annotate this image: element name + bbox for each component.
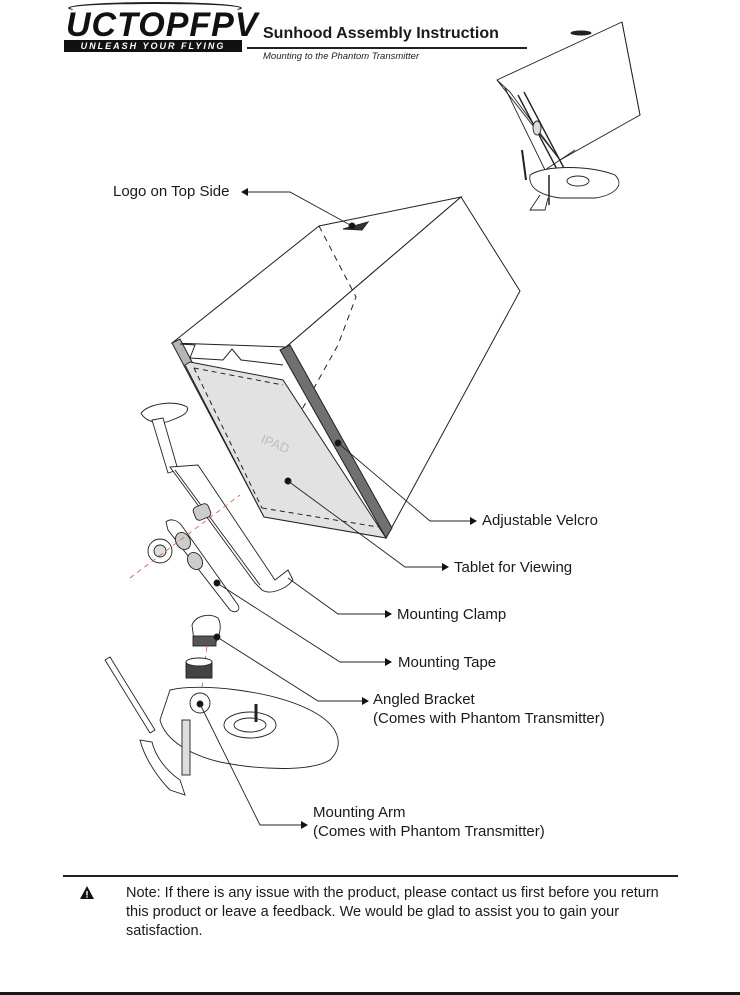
leader-lines <box>199 191 470 826</box>
title-divider <box>247 47 527 49</box>
callout-angled-bracket-label: Angled Bracket <box>373 691 475 708</box>
alignment-guides <box>129 494 241 706</box>
mounting-clamp <box>140 402 294 593</box>
note-text: Note: If there is any issue with the pro… <box>126 885 659 939</box>
page-bottom-border <box>0 992 740 995</box>
note-divider <box>63 875 678 877</box>
logo-wordmark: UCTOPFPV <box>66 6 259 44</box>
page-title: Sunhood Assembly Instruction <box>263 25 499 42</box>
brand-logo: UCTOPFPV UNLEASH YOUR FLYING DREAM <box>60 2 258 63</box>
phantom-transmitter <box>104 656 339 796</box>
callout-mounting-arm: Mounting Arm (Comes with Phantom Transmi… <box>313 803 545 841</box>
callout-mounting-arm-label: Mounting Arm <box>313 804 406 821</box>
callout-mounting-clamp: Mounting Clamp <box>397 606 507 623</box>
angled-bracket <box>191 614 221 647</box>
callout-adjustable-velcro: Adjustable Velcro <box>482 512 598 529</box>
callout-mounting-tape: Mounting Tape <box>398 654 497 671</box>
knob <box>147 538 173 564</box>
logo-tagline: UNLEASH YOUR FLYING DREAM <box>64 40 242 63</box>
page-subtitle: Mounting to the Phantom Transmitter <box>263 51 420 62</box>
sunhood <box>170 196 521 540</box>
warning-triangle-icon <box>80 886 94 899</box>
callout-mounting-arm-note: (Comes with Phantom Transmitter) <box>313 823 545 840</box>
callout-logo-on-top-side: Logo on Top Side <box>113 183 230 200</box>
tightening-ring <box>185 657 213 679</box>
arrowheads <box>241 188 477 829</box>
callout-tablet-for-viewing: Tablet for Viewing <box>454 559 573 576</box>
assembled-preview <box>496 21 641 211</box>
mounting-tape <box>165 519 240 613</box>
callout-angled-bracket: Angled Bracket (Comes with Phantom Trans… <box>373 690 605 728</box>
propeller-icon <box>68 2 242 14</box>
assembly-diagram: IPAD <box>104 21 641 829</box>
callout-angled-bracket-note: (Comes with Phantom Transmitter) <box>373 710 605 727</box>
